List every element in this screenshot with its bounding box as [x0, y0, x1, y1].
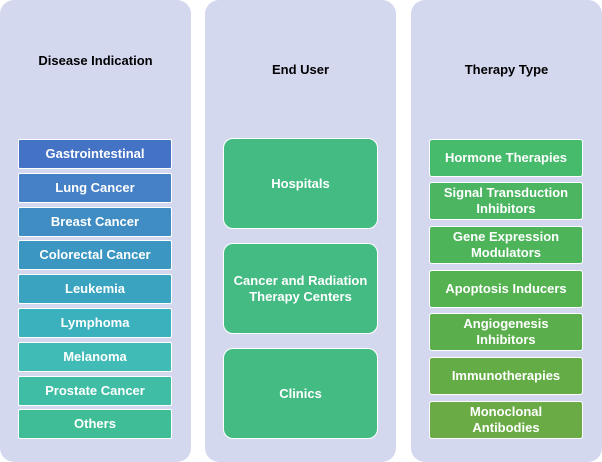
- therapy-item-angiogenesis-inhibitors: Angiogenesis Inhibitors: [429, 313, 583, 351]
- disease-item-breast-cancer: Breast Cancer: [18, 207, 172, 237]
- disease-item-melanoma: Melanoma: [18, 342, 172, 372]
- therapy-item-apoptosis-inducers: Apoptosis Inducers: [429, 270, 583, 308]
- end-user-item-hospitals: Hospitals: [223, 138, 378, 229]
- disease-item-leukemia: Leukemia: [18, 274, 172, 304]
- disease-indication-panel: Disease Indication Gastrointestinal Lung…: [0, 0, 191, 462]
- therapy-item-monoclonal-antibodies: Monoclonal Antibodies: [429, 401, 583, 439]
- therapy-type-title: Therapy Type: [464, 62, 549, 77]
- disease-item-prostate-cancer: Prostate Cancer: [18, 376, 172, 406]
- end-user-item-clinics: Clinics: [223, 348, 378, 439]
- end-user-title: End User: [271, 62, 330, 77]
- end-user-panel: End User Hospitals Cancer and Radiation …: [205, 0, 396, 462]
- disease-item-gastrointestinal: Gastrointestinal: [18, 139, 172, 169]
- disease-indication-title: Disease Indication: [38, 53, 153, 68]
- therapy-item-immunotherapies: Immunotherapies: [429, 357, 583, 395]
- therapy-item-signal-transduction-inhibitors: Signal Transduction Inhibitors: [429, 182, 583, 220]
- therapy-item-hormone-therapies: Hormone Therapies: [429, 139, 583, 177]
- disease-item-others: Others: [18, 409, 172, 439]
- disease-item-lymphoma: Lymphoma: [18, 308, 172, 338]
- disease-item-lung-cancer: Lung Cancer: [18, 173, 172, 203]
- end-user-item-cancer-radiation-centers: Cancer and Radiation Therapy Centers: [223, 243, 378, 334]
- disease-item-colorectal-cancer: Colorectal Cancer: [18, 240, 172, 270]
- therapy-item-gene-expression-modulators: Gene Expression Modulators: [429, 226, 583, 264]
- therapy-type-panel: Therapy Type Hormone Therapies Signal Tr…: [411, 0, 602, 462]
